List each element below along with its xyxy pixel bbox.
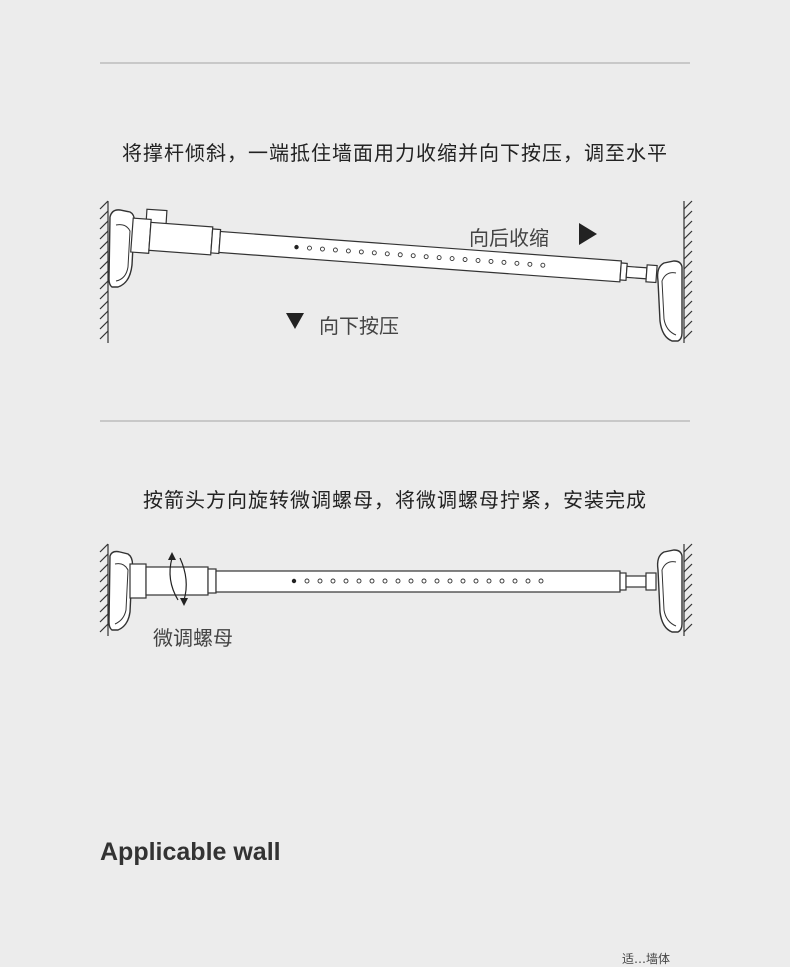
press-label: 向下按压 xyxy=(319,314,399,338)
step2-instruction: 按箭头方向旋转微调螺母，将微调螺母拧紧，安装完成 xyxy=(143,488,647,512)
cutoff-text: 适…墙体 xyxy=(622,952,671,966)
retract-arrow-icon xyxy=(579,223,597,245)
middle-divider xyxy=(100,420,690,422)
nut-label: 微调螺母 xyxy=(153,626,233,650)
retract-label: 向后收缩 xyxy=(469,226,549,250)
rotate-arrow-icon xyxy=(169,557,187,601)
step2-diagram: 微调螺母 xyxy=(0,540,790,660)
top-divider xyxy=(100,62,690,64)
step1-instruction: 将撑杆倾斜，一端抵住墙面用力收缩并向下按压，调至水平 xyxy=(122,141,668,165)
section-heading: Applicable wall xyxy=(100,838,281,866)
press-down-arrow-icon xyxy=(286,313,304,329)
step1-diagram: 向后收缩 向下按压 xyxy=(0,195,790,355)
